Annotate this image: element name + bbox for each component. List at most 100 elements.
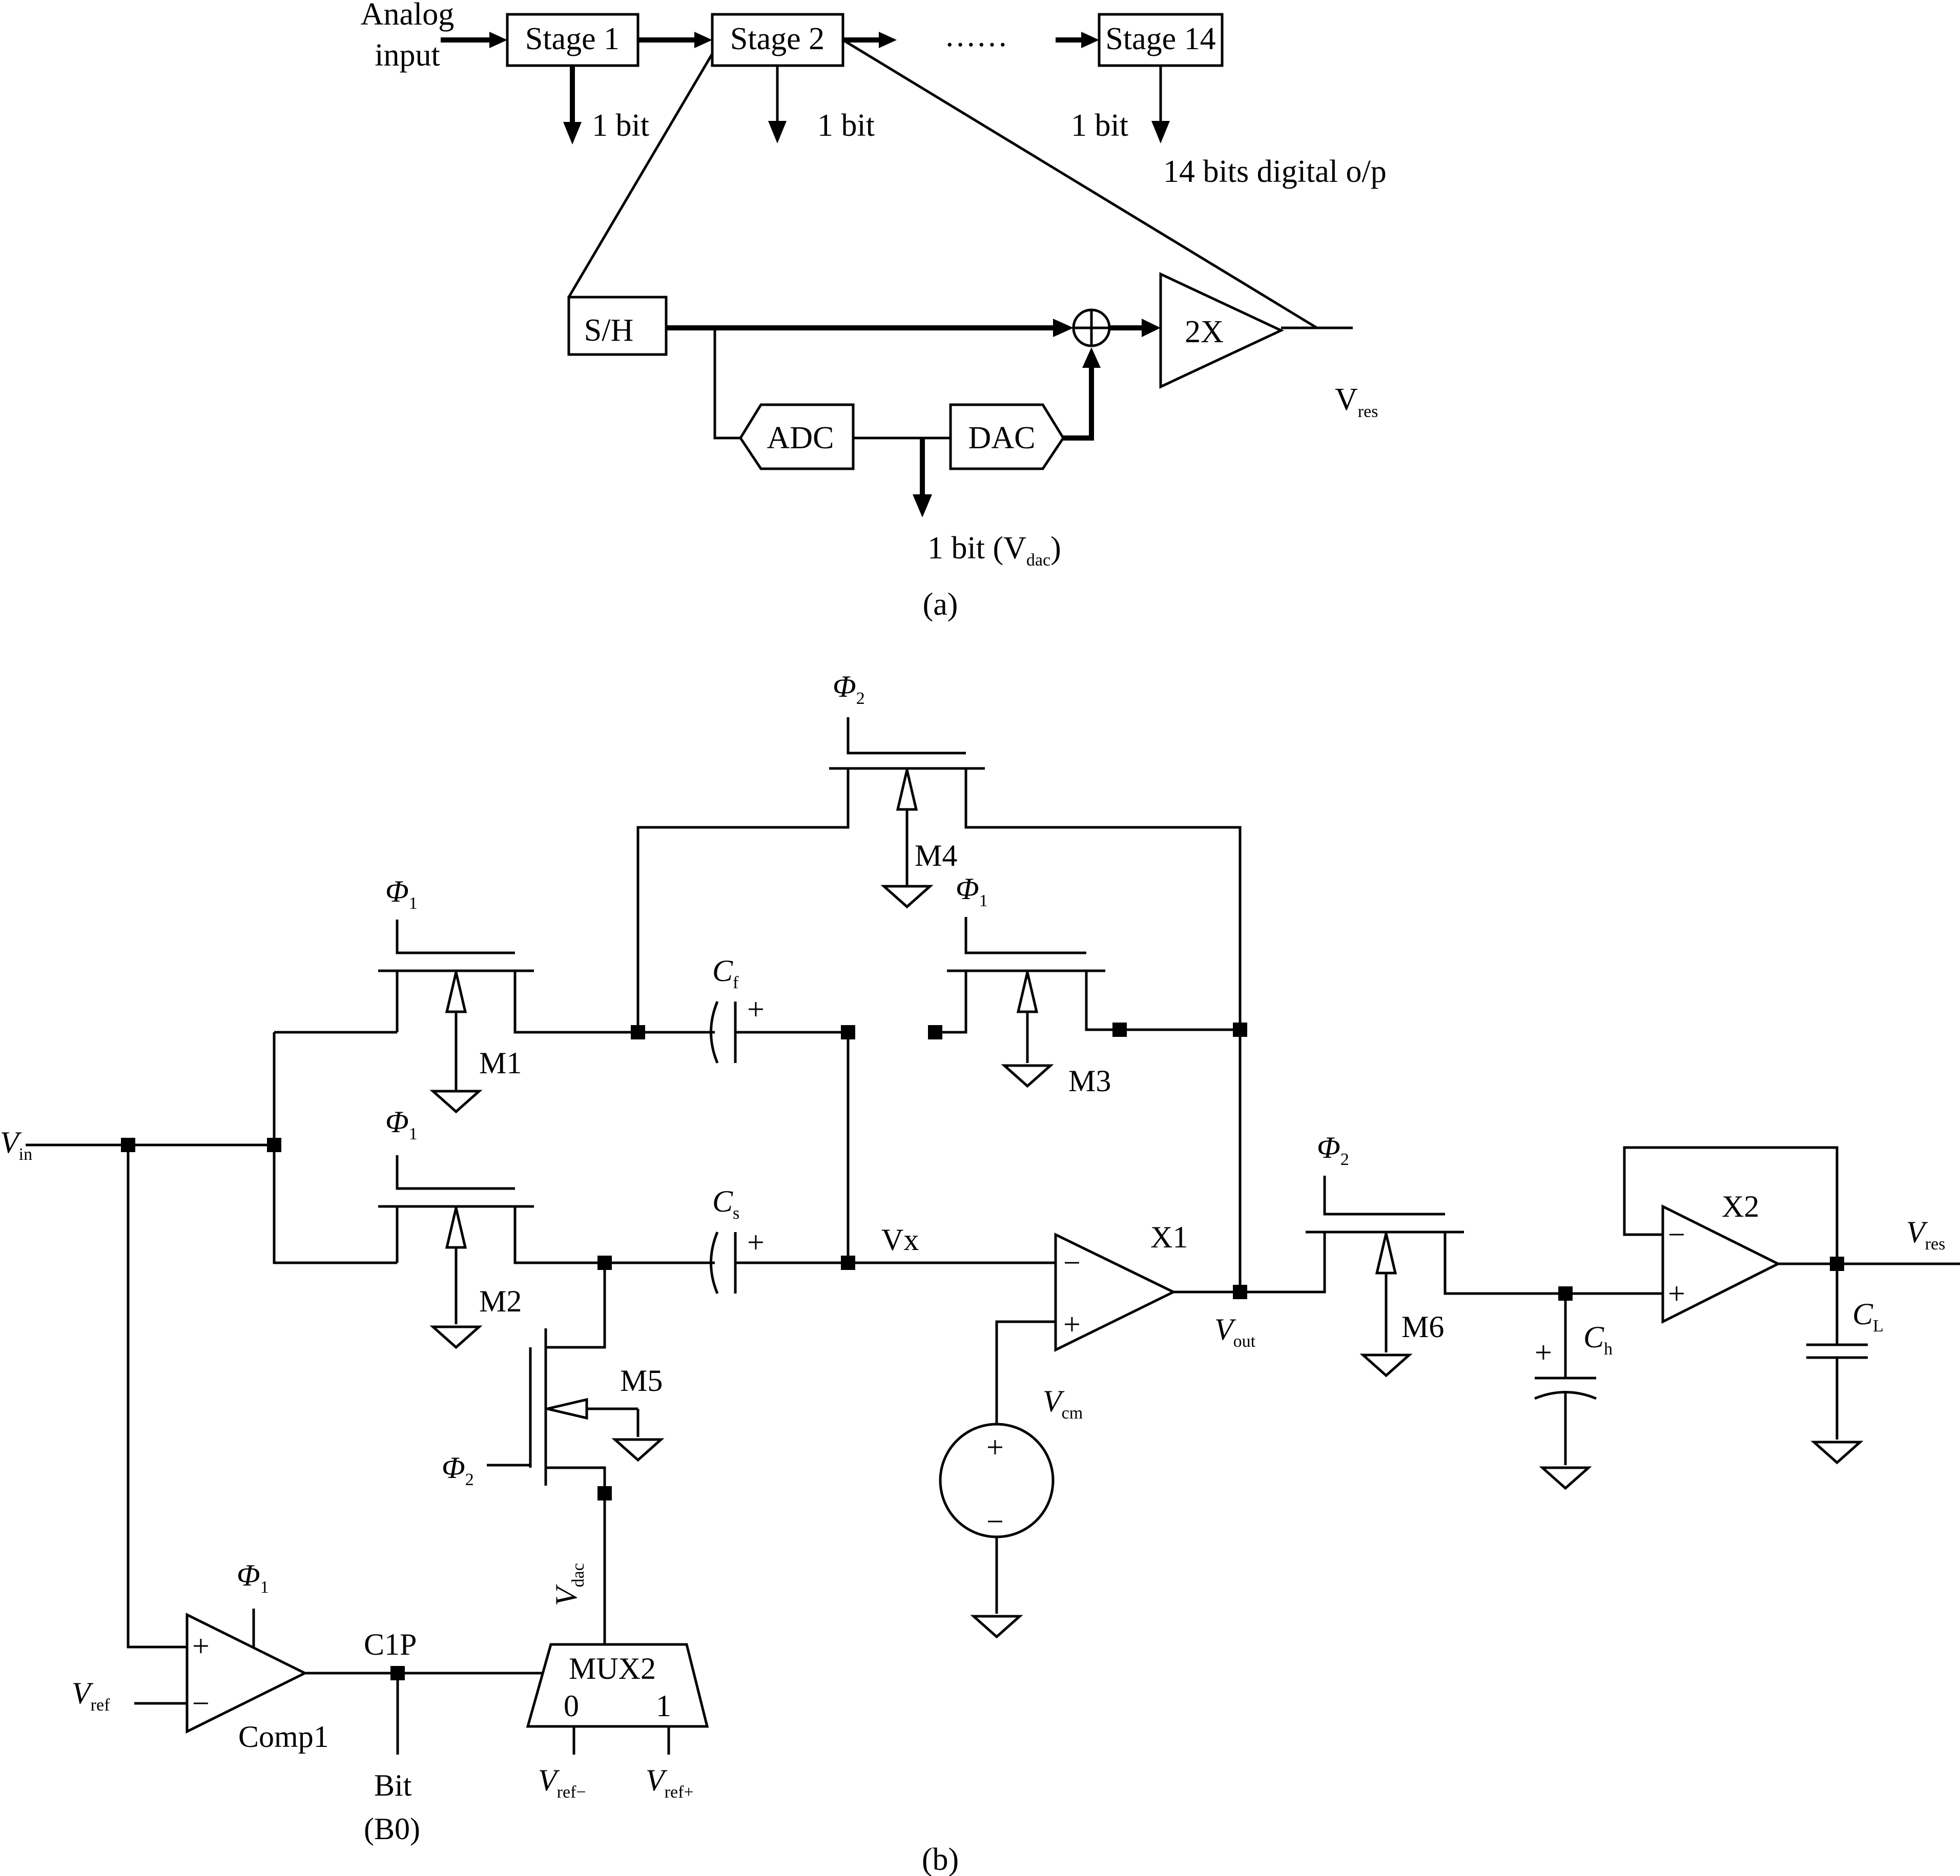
mux2-label: MUX2	[569, 1652, 656, 1685]
comp1-plus: +	[192, 1629, 210, 1663]
mux2-input-1: 1	[656, 1689, 671, 1723]
gate-wire	[1323, 1176, 1445, 1216]
cs-curved-plate	[710, 1232, 719, 1294]
m3-label: M3	[1068, 1064, 1111, 1098]
m6-label: M6	[1401, 1310, 1444, 1344]
x2-minus: −	[1668, 1218, 1685, 1252]
m3-left-lead	[935, 969, 967, 1034]
gate-wire	[396, 1155, 515, 1190]
zoom-line-right	[842, 38, 1318, 329]
gate-wire	[964, 917, 1086, 954]
body-arrow	[1375, 1233, 1397, 1275]
opamp-x1-triangle	[1054, 1233, 1177, 1352]
phi2-label: Φ2	[833, 670, 865, 708]
opamp-x2-triangle	[1661, 1204, 1781, 1324]
ground-icon	[1539, 1466, 1592, 1490]
bit-label: Bit	[374, 1768, 412, 1802]
body-arrow	[896, 769, 918, 811]
x2-plus: +	[1668, 1277, 1685, 1310]
c1p-label: C1P	[364, 1628, 417, 1661]
x1-plus: +	[1063, 1307, 1081, 1341]
adc-label: ADC	[767, 421, 834, 455]
switch-m2: Φ1 M2	[378, 1105, 715, 1349]
arrow-head	[1081, 32, 1099, 48]
ground-icon	[611, 1438, 665, 1462]
m5-label: M5	[620, 1364, 663, 1398]
cs-label: Cs	[712, 1184, 739, 1223]
ch-plus: +	[1535, 1336, 1552, 1369]
analog-input-label-1: Analog	[361, 0, 455, 32]
vdac-output-label: 1 bit (Vdac)	[927, 531, 1061, 570]
body-arrow	[445, 1207, 467, 1249]
comp1-minus: −	[192, 1686, 210, 1720]
body-arrow	[445, 972, 467, 1013]
gain-amplifier	[1159, 272, 1284, 389]
vout-label: Vout	[1214, 1312, 1256, 1351]
gain-label: 2X	[1185, 315, 1224, 349]
cs-plus: +	[747, 1225, 765, 1259]
m4-label: M4	[915, 839, 957, 872]
stage-1-label: Stage 1	[525, 22, 620, 56]
stage-14-label: Stage 14	[1105, 22, 1215, 56]
cf-label: Cf	[712, 954, 739, 992]
vcm-plus: +	[986, 1430, 1004, 1464]
vcm-minus: −	[986, 1505, 1004, 1538]
ellipsis-label: ……	[944, 18, 1008, 53]
stage-2-label: Stage 2	[730, 22, 824, 56]
pipeline-diagram: Analog input Stage 1 Stage 2 …… Stage 14…	[361, 0, 1387, 622]
cf-curved-plate	[710, 1001, 719, 1064]
node-dot	[1233, 1023, 1247, 1037]
drain-lead	[513, 969, 638, 1034]
x2-feedback-wire	[1623, 1146, 1839, 1264]
vin-label: Vin	[0, 1125, 32, 1164]
mux2: MUX2 0 1 Vref− Vref+	[526, 1643, 709, 1802]
ground-icon	[429, 1090, 483, 1114]
ground-icon	[1001, 1064, 1054, 1088]
digital-output-label: 14 bits digital o/p	[1163, 154, 1387, 189]
arrow-head	[1082, 347, 1101, 368]
phi1-label: Φ1	[237, 1558, 269, 1597]
phi1-label: Φ1	[385, 874, 418, 913]
cf-plus: +	[747, 992, 765, 1026]
ch-curved-plate	[1534, 1391, 1597, 1400]
opamp-x1: − + X1	[995, 1220, 1240, 1424]
mux2-trapezoid	[526, 1643, 709, 1728]
sample-hold-label: S/H	[584, 313, 633, 348]
vres-label: Vres	[1906, 1215, 1945, 1254]
bit-label-14: 1 bit	[1071, 108, 1128, 143]
m5-top-lead	[544, 1263, 606, 1349]
arrow-head	[879, 32, 897, 48]
opamp-x2: − + X2	[1623, 1146, 1960, 1324]
m6-drain-lead	[1443, 1231, 1663, 1295]
ground-icon	[970, 1615, 1023, 1639]
ground-icon	[1810, 1441, 1864, 1465]
vx-label: Vx	[881, 1223, 919, 1257]
dac-to-sum-wire	[1063, 366, 1094, 441]
m2-label: M2	[479, 1284, 522, 1318]
phi1-label: Φ1	[956, 872, 988, 910]
bit-label-1: 1 bit	[592, 108, 649, 143]
ground-icon	[1359, 1353, 1413, 1378]
arrow-head	[563, 122, 582, 144]
arrow-head	[489, 32, 507, 48]
caption-a: (a)	[923, 587, 958, 622]
bit-label-2: 1 bit	[817, 108, 875, 143]
arrow-head	[768, 121, 787, 143]
m6-source-lead	[1240, 1232, 1326, 1294]
m1-label: M1	[479, 1046, 522, 1080]
vref-minus-label: Vref−	[538, 1763, 586, 1802]
m4-right-lead	[964, 767, 1242, 1288]
phi1-label: Φ1	[385, 1105, 418, 1143]
dac-box	[949, 403, 1065, 470]
arrow-head	[1142, 319, 1161, 337]
schematic-diagram: Vin Φ1 M1 Φ1 M2	[0, 670, 1960, 1876]
mux2-input-0: 0	[564, 1689, 579, 1723]
zoom-line-left	[567, 53, 714, 298]
vcm-source: + − Vcm	[939, 1384, 1083, 1639]
switch-m3: Φ1 M3	[935, 872, 1240, 1098]
vin-split-wire	[273, 1032, 397, 1264]
phi2-label: Φ2	[442, 1451, 474, 1489]
body-arrow	[1016, 972, 1039, 1013]
vref-label: Vref	[72, 1676, 110, 1715]
source-lead	[378, 1205, 399, 1263]
